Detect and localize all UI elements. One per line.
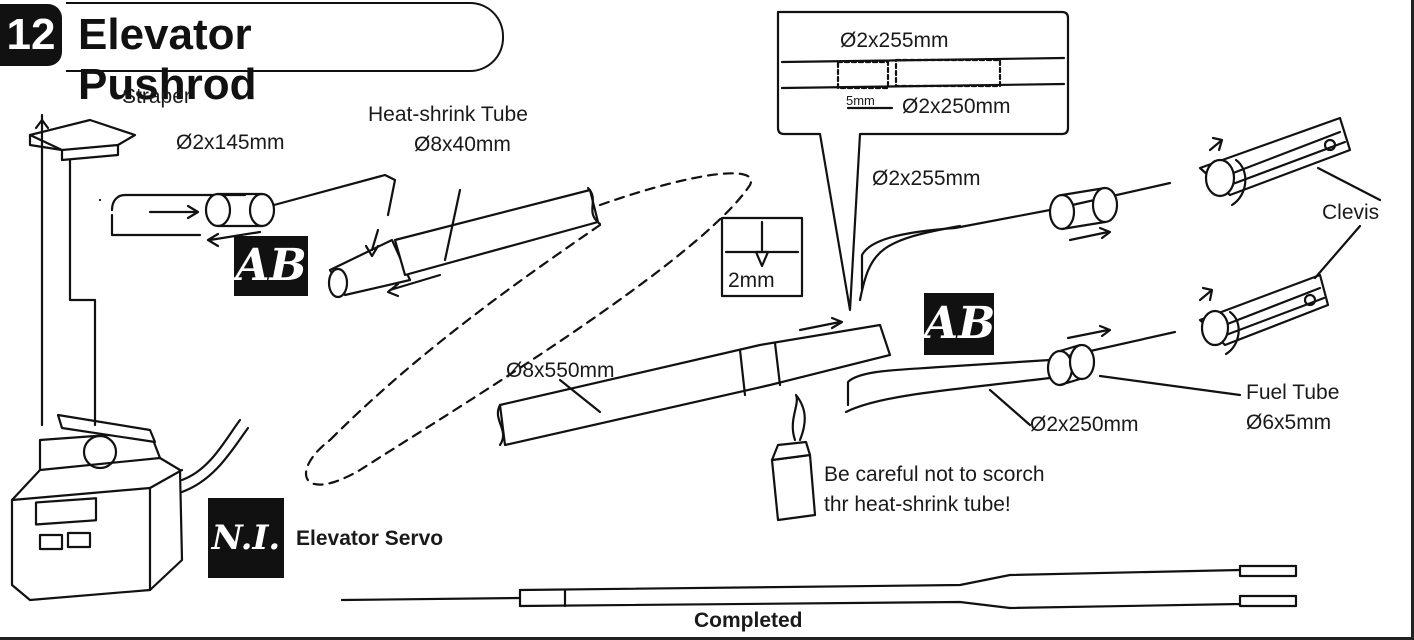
inset-gap-label: 5mm <box>846 93 875 108</box>
straper-icon <box>28 118 137 162</box>
heatshrink-size-label: Ø8x40mm <box>414 133 511 156</box>
rod-250-label: Ø2x250mm <box>1030 413 1139 436</box>
fuel-tube-label: Fuel Tube <box>1246 381 1340 404</box>
clevis-label: Clevis <box>1322 201 1380 224</box>
heatshrink-label: Heat-shrink Tube <box>368 103 528 126</box>
drill-size-label: 2mm <box>728 269 775 292</box>
title-frame <box>66 2 504 72</box>
completed-label: Completed <box>694 609 803 632</box>
servo-icon <box>10 413 250 602</box>
glue-ab-badge-left: AB <box>234 236 308 296</box>
step-number: 12 <box>0 4 62 66</box>
rod-145-label: Ø2x145mm <box>176 131 285 154</box>
nylon-insert-badge: N.I. <box>208 498 284 578</box>
fuel-tube-size-label: Ø6x5mm <box>1246 411 1332 434</box>
straper-label: Straper <box>122 85 191 108</box>
glue-ab-badge-right: AB <box>924 293 995 355</box>
step-title: Elevator Pushrod <box>78 10 257 109</box>
inset-top-label: Ø2x255mm <box>840 29 949 52</box>
rod-255-label: Ø2x255mm <box>872 167 981 190</box>
tube-550-label: Ø8x550mm <box>506 359 615 382</box>
inset-bottom-label: Ø2x250mm <box>902 95 1011 118</box>
frame-right-border <box>1411 0 1414 640</box>
elevator-servo-label: Elevator Servo <box>296 527 444 550</box>
frame-bottom-border <box>0 637 1414 640</box>
caution-line-2: thr heat-shrink tube! <box>824 493 1011 516</box>
caution-line-1: Be careful not to scorch <box>824 463 1045 486</box>
